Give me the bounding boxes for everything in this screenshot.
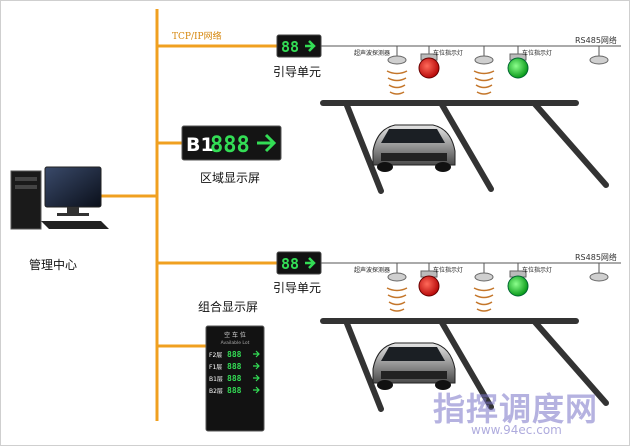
combo-header: 空 车 位 [224,331,246,339]
svg-text:888: 888 [227,350,242,359]
arrow-right-icon [257,133,277,153]
orange-bus [101,9,277,421]
spot-light-bottom-2-label: 车位指示灯 [522,267,553,274]
combo-sub: Available Lot [221,340,250,346]
guide-bottom-digits: 88 [281,255,299,273]
combo-row: F2层 888 [209,350,260,359]
guide-top-digits: 88 [281,38,299,56]
zone-display-label: 区域显示屏 [200,171,261,185]
zone-prefix: B1 [186,134,214,156]
combo-row: B1层 888 [209,374,260,383]
watermark-url: www.94ec.com [471,423,562,437]
svg-text:F2层: F2层 [209,352,222,359]
green-indicator-light-icon [507,53,529,79]
ultrasonic-sensor-icon [589,55,609,65]
ultrasonic-sensor-icon [386,272,408,312]
svg-text:888: 888 [227,362,242,371]
arrow-right-icon [253,350,260,358]
ultrasonic-sensor-icon [473,55,495,95]
red-indicator-light-icon [418,53,440,79]
combo-row: B2层 888 [209,386,260,395]
zone-digits: 888 [210,133,250,158]
rs485-top-label: RS485网络 [575,36,617,45]
ultrasonic-top-label: 超声波探测器 [354,50,391,57]
parking-bays-top [320,100,609,194]
svg-text:888: 888 [227,374,242,383]
parking-bays-bottom [320,318,609,412]
svg-text:F1层: F1层 [209,364,222,371]
watermark-title: 指挥调度网 [433,390,599,428]
combo-row: F1层 888 [209,362,260,371]
svg-text:B1层: B1层 [209,376,223,383]
guide-unit-top: 88 [276,34,322,58]
guide-unit-bottom-label: 引导单元 [273,281,322,295]
ultrasonic-sensor-icon [589,272,609,282]
spot-light-top-2-label: 车位指示灯 [522,50,553,57]
red-indicator-light-icon [418,270,440,297]
car-icon [372,124,456,172]
svg-text:888: 888 [227,386,242,395]
management-center-label: 管理中心 [29,258,78,272]
combo-display-label: 组合显示屏 [198,300,259,314]
arrow-right-icon [305,257,316,269]
arrow-right-icon [253,386,260,394]
rs485-bottom-label: RS485网络 [575,253,617,262]
ultrasonic-bottom-label: 超声波探测器 [354,267,391,274]
svg-text:B2层: B2层 [209,388,223,395]
arrow-right-icon [305,40,316,52]
arrow-right-icon [253,362,260,370]
computer-icon [10,166,109,230]
guide-unit-bottom: 88 [276,251,322,275]
guide-unit-top-label: 引导单元 [273,65,322,79]
tcp-network-label: TCP/IP网络 [172,32,222,42]
green-indicator-light-icon [507,270,529,297]
spot-light-bottom-1-label: 车位指示灯 [433,267,464,274]
spot-light-top-1-label: 车位指示灯 [433,50,464,57]
arrow-right-icon [253,374,260,382]
ultrasonic-sensor-icon [386,55,408,95]
car-icon [372,342,456,390]
combo-display: 空 车 位 Available Lot F2层 888 F1层 888 B1层 … [205,325,265,432]
zone-display: B1 888 [181,125,282,161]
ultrasonic-sensor-icon [473,272,495,312]
